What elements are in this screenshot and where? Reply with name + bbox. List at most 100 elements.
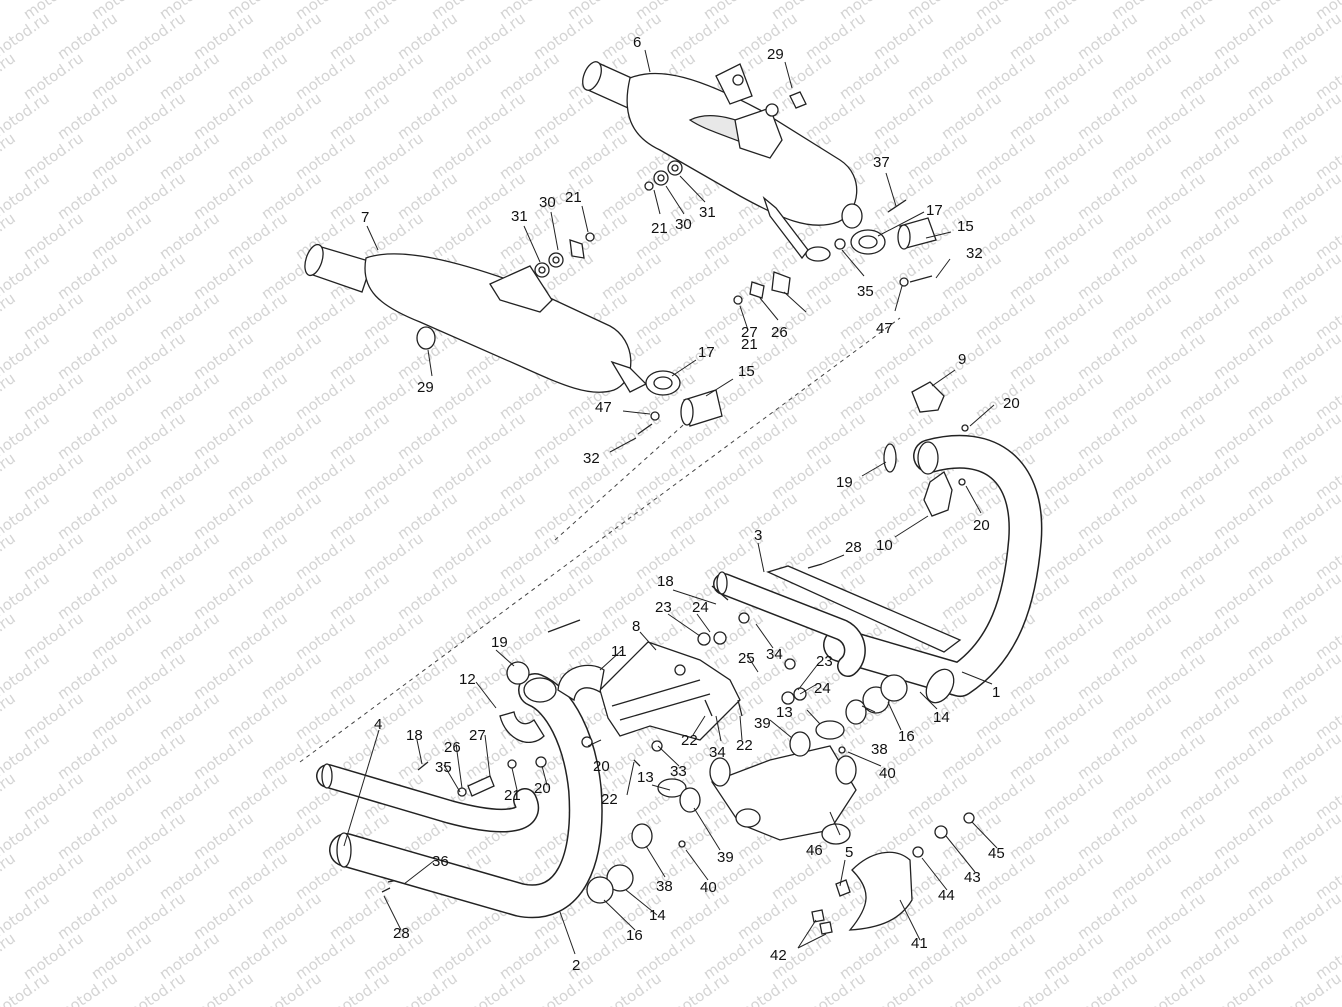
watermark-text: motod.ru bbox=[190, 889, 257, 943]
watermark-text: motod.ru bbox=[1176, 369, 1243, 423]
callout-label: 20 bbox=[1003, 395, 1020, 412]
watermark-text: motod.ru bbox=[700, 929, 767, 983]
watermark-text: motod.ru bbox=[1244, 289, 1311, 343]
watermark-text: motod.ru bbox=[0, 289, 19, 343]
watermark-text: motod.ru bbox=[224, 449, 291, 503]
watermark-text: motod.ru bbox=[54, 409, 121, 463]
watermark-text: motod.ru bbox=[1176, 929, 1243, 983]
watermark-text: motod.ru bbox=[360, 609, 427, 663]
watermark-text: motod.ru bbox=[598, 249, 665, 303]
watermark-text: motod.ru bbox=[1176, 449, 1243, 503]
watermark-text: motod.ru bbox=[666, 889, 733, 943]
watermark-text: motod.ru bbox=[1244, 529, 1311, 583]
watermark-text: motod.ru bbox=[496, 129, 563, 183]
watermark-text: motod.ru bbox=[904, 769, 971, 823]
watermark-text: motod.ru bbox=[1210, 249, 1277, 303]
watermark-text: motod.ru bbox=[156, 849, 223, 903]
watermark-text: motod.ru bbox=[1278, 9, 1342, 63]
watermark-text: motod.ru bbox=[428, 369, 495, 423]
watermark-text: motod.ru bbox=[1074, 489, 1141, 543]
watermark-text: motod.ru bbox=[292, 289, 359, 343]
callout-label: 34 bbox=[709, 744, 726, 761]
watermark-text: motod.ru bbox=[224, 49, 291, 103]
callout-label: 19 bbox=[836, 474, 853, 491]
watermark-text: motod.ru bbox=[496, 449, 563, 503]
callout-label: 16 bbox=[898, 728, 915, 745]
callout-label: 26 bbox=[444, 739, 461, 756]
watermark-text: motod.ru bbox=[54, 969, 121, 1007]
watermark-text: motod.ru bbox=[88, 929, 155, 983]
callout-label: 22 bbox=[736, 737, 753, 754]
callout-label: 14 bbox=[933, 709, 950, 726]
callout-label: 36 bbox=[432, 853, 449, 870]
callout-label: 38 bbox=[871, 741, 888, 758]
watermark-text: motod.ru bbox=[1278, 249, 1342, 303]
callout-label: 40 bbox=[700, 879, 717, 896]
watermark-text: motod.ru bbox=[1108, 849, 1175, 903]
callout-label: 25 bbox=[738, 650, 755, 667]
watermark-text: motod.ru bbox=[394, 489, 461, 543]
watermark-text: motod.ru bbox=[258, 409, 325, 463]
watermark-text: motod.ru bbox=[258, 169, 325, 223]
callout-label: 15 bbox=[957, 218, 974, 235]
watermark-text: motod.ru bbox=[530, 9, 597, 63]
watermark-text: motod.ru bbox=[326, 169, 393, 223]
clamps-sleeves bbox=[645, 217, 937, 427]
callout-label: 9 bbox=[958, 351, 966, 368]
watermark-text: motod.ru bbox=[224, 529, 291, 583]
watermark-text: motod.ru bbox=[462, 489, 529, 543]
callout-label: 41 bbox=[911, 935, 928, 952]
watermark-text: motod.ru bbox=[1108, 129, 1175, 183]
watermark-text: motod.ru bbox=[1108, 49, 1175, 103]
watermark-text: motod.ru bbox=[1278, 489, 1342, 543]
watermark-text: motod.ru bbox=[1142, 649, 1209, 703]
callout-label: 32 bbox=[583, 450, 600, 467]
watermark-text: motod.ru bbox=[1006, 9, 1073, 63]
watermark-text: motod.ru bbox=[734, 489, 801, 543]
callout-label: 17 bbox=[698, 344, 715, 361]
callout-label: 6 bbox=[633, 34, 641, 51]
watermark-text: motod.ru bbox=[1278, 889, 1342, 943]
watermark-text: motod.ru bbox=[54, 329, 121, 383]
watermark-text: motod.ru bbox=[292, 929, 359, 983]
watermark-text: motod.ru bbox=[156, 609, 223, 663]
watermark-text: motod.ru bbox=[870, 329, 937, 383]
watermark-text: motod.ru bbox=[1006, 169, 1073, 223]
callout-label: 27 bbox=[741, 324, 758, 341]
watermark-text: motod.ru bbox=[496, 49, 563, 103]
watermark-text: motod.ru bbox=[598, 489, 665, 543]
watermark-text: motod.ru bbox=[462, 9, 529, 63]
watermark-text: motod.ru bbox=[360, 129, 427, 183]
watermark-text: motod.ru bbox=[530, 569, 597, 623]
callout-label: 33 bbox=[670, 763, 687, 780]
watermark-text: motod.ru bbox=[1176, 49, 1243, 103]
watermark-text: motod.ru bbox=[0, 769, 19, 823]
watermark-text: motod.ru bbox=[190, 249, 257, 303]
callout-label: 10 bbox=[876, 537, 893, 554]
watermark-text: motod.ru bbox=[1108, 529, 1175, 583]
watermark-text: motod.ru bbox=[1006, 249, 1073, 303]
watermark-text: motod.ru bbox=[1278, 649, 1342, 703]
watermark-text: motod.ru bbox=[938, 729, 1005, 783]
watermark-text: motod.ru bbox=[1040, 769, 1107, 823]
watermark-text: motod.ru bbox=[1040, 49, 1107, 103]
watermark-text: motod.ru bbox=[1176, 529, 1243, 583]
watermark-text: motod.ru bbox=[258, 569, 325, 623]
callout-label: 24 bbox=[814, 680, 831, 697]
watermark-text: motod.ru bbox=[54, 569, 121, 623]
callout-label: 29 bbox=[767, 46, 784, 63]
watermark-text: motod.ru bbox=[1176, 689, 1243, 743]
watermark-text: motod.ru bbox=[1210, 329, 1277, 383]
watermark-text: motod.ru bbox=[1278, 169, 1342, 223]
watermark-text: motod.ru bbox=[1142, 9, 1209, 63]
callout-label: 16 bbox=[626, 927, 643, 944]
callout-label: 11 bbox=[611, 643, 627, 660]
callout-label: 39 bbox=[754, 715, 771, 732]
watermark-text: motod.ru bbox=[1040, 369, 1107, 423]
watermark-text: motod.ru bbox=[666, 9, 733, 63]
watermark-text: motod.ru bbox=[734, 889, 801, 943]
watermark-text: motod.ru bbox=[54, 649, 121, 703]
watermark-text: motod.ru bbox=[1108, 609, 1175, 663]
watermark-text: motod.ru bbox=[1210, 9, 1277, 63]
watermark-text: motod.ru bbox=[802, 329, 869, 383]
